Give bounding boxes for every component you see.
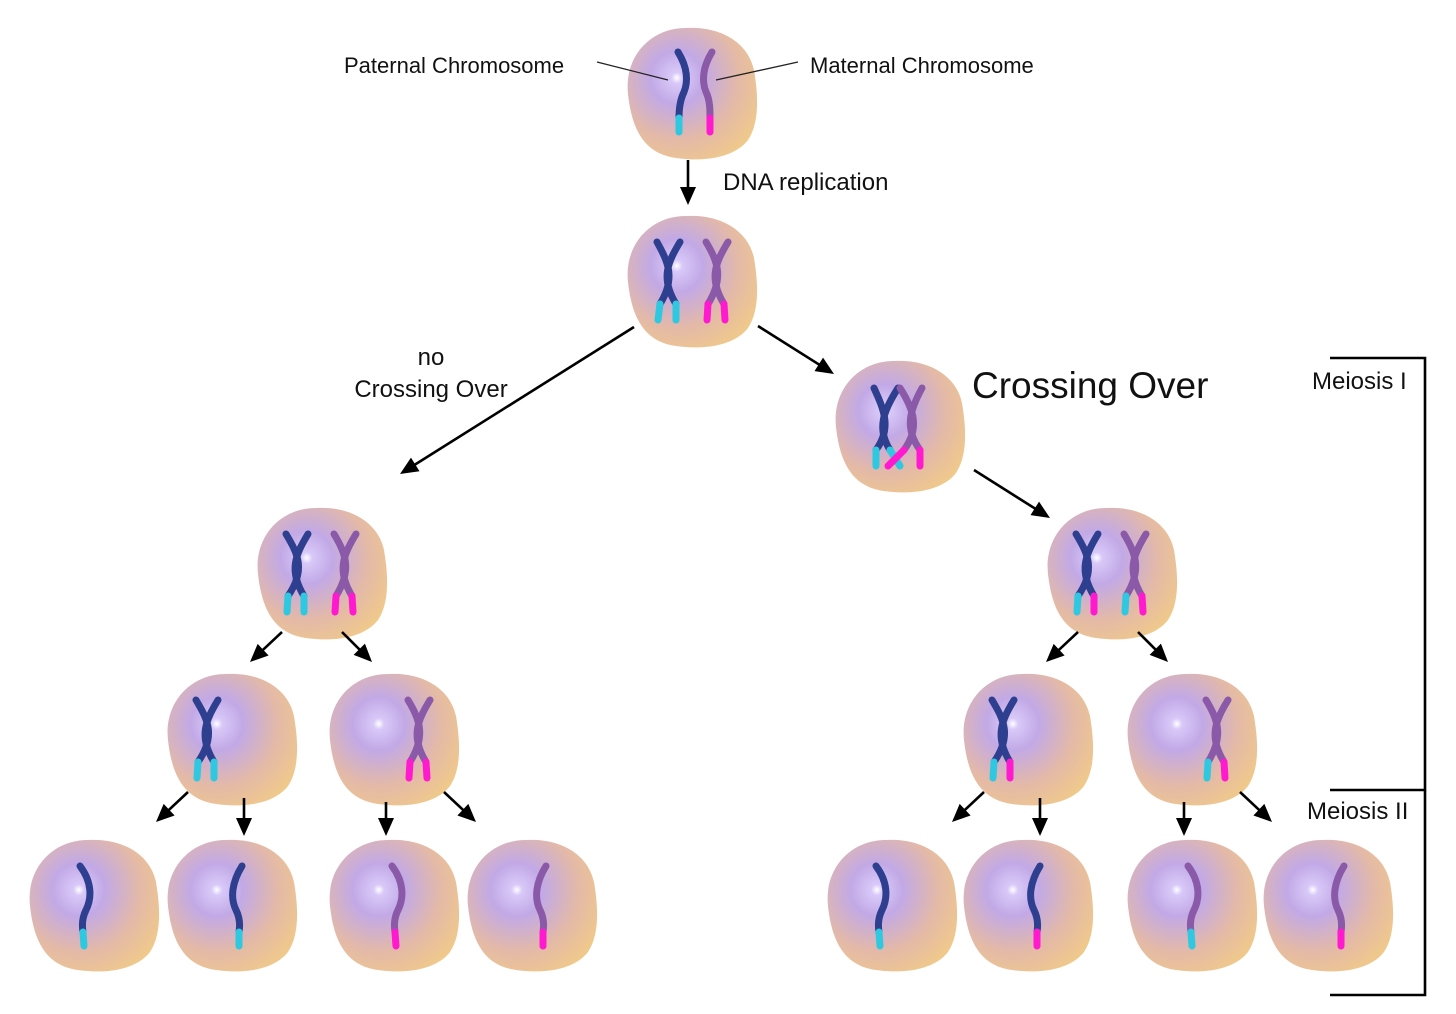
paternal-leader xyxy=(596,61,669,81)
arrow-no-crossing-head xyxy=(400,457,420,474)
arrow-left-a-1-shaft xyxy=(166,791,189,813)
arrow-crossing-to-m1-shaft xyxy=(973,468,1038,511)
arrow-left-m1-a-head xyxy=(250,643,269,662)
gamete-chromatids xyxy=(76,862,1348,950)
arrow-no-crossing-shaft xyxy=(412,325,635,467)
arrow-to-crossing-head xyxy=(814,357,834,374)
meiosis-brackets xyxy=(1330,356,1427,997)
arrow-left-b-1-head xyxy=(378,818,394,836)
arrow-left-a-1 xyxy=(156,791,189,822)
arrow-to-crossing xyxy=(757,324,834,374)
cell-crossing-over xyxy=(835,360,966,493)
cell-left-meiosis1 xyxy=(257,507,388,640)
arrow-right-b-2-shaft xyxy=(1239,791,1262,813)
arrow-right-a-1 xyxy=(952,791,985,822)
arrow-left-b-2-shaft xyxy=(443,791,466,813)
arrow-left-m1-a xyxy=(250,631,283,662)
no-crossing-label-line2: Crossing Over xyxy=(354,376,507,403)
arrow-right-a-2 xyxy=(1032,798,1048,836)
arrow-left-m1-b-shaft xyxy=(341,631,362,652)
gamete-3 xyxy=(329,839,460,972)
right-b-chromosome xyxy=(1202,696,1232,782)
arrow-to-crossing-shaft xyxy=(757,324,822,367)
paternal-label: Paternal Chromosome xyxy=(344,53,564,78)
arrow-left-m1-b-head xyxy=(353,643,372,662)
arrow-left-a-1-head xyxy=(156,803,175,822)
left-b-chromosome xyxy=(404,696,434,782)
arrow-crossing-to-m1 xyxy=(973,468,1050,518)
labels: Paternal Chromosome Maternal Chromosome … xyxy=(344,53,1408,825)
meiosis2-bracket xyxy=(1330,790,1427,997)
cell-left-b xyxy=(329,673,460,806)
arrow-replication-head xyxy=(680,187,696,205)
meiosis1-label: Meiosis I xyxy=(1312,368,1407,395)
arrow-right-m1-a-head xyxy=(1046,643,1065,662)
arrow-right-m1-a xyxy=(1046,631,1079,662)
arrow-right-a-1-head xyxy=(952,803,971,822)
gamete-5 xyxy=(827,839,958,972)
arrow-right-m1-b-shaft xyxy=(1137,631,1158,652)
cell-right-b xyxy=(1127,673,1258,806)
chromosomes xyxy=(76,48,1348,950)
arrow-right-b-2-head xyxy=(1253,803,1272,822)
arrow-right-m1-b-head xyxy=(1149,643,1168,662)
no-crossing-label-line1: no xyxy=(418,344,445,371)
arrow-right-b-2 xyxy=(1239,791,1272,822)
meiosis1-bracket xyxy=(1330,356,1427,792)
leader-lines xyxy=(596,61,799,81)
replicated-chromosomes xyxy=(653,238,732,324)
arrow-right-m1-a-shaft xyxy=(1056,631,1079,653)
arrow-right-b-1-head xyxy=(1176,818,1192,836)
arrow-no-crossing xyxy=(400,325,635,474)
arrow-right-m1-b xyxy=(1137,631,1168,662)
crossing-over-label: Crossing Over xyxy=(972,365,1208,406)
arrow-left-m1-a-shaft xyxy=(260,631,283,653)
dna-replication-label: DNA replication xyxy=(723,169,888,196)
left-m1-chromosomes xyxy=(282,530,360,616)
arrow-right-b-1 xyxy=(1176,802,1192,836)
crossing-chromosomes xyxy=(870,384,926,470)
arrow-left-a-2-head xyxy=(236,818,252,836)
cells xyxy=(29,27,1394,972)
cell-right-meiosis1 xyxy=(1047,507,1178,640)
arrow-right-a-2-head xyxy=(1032,818,1048,836)
parent-chromosomes xyxy=(674,48,716,136)
arrow-replication xyxy=(680,160,696,205)
meiosis2-label: Meiosis II xyxy=(1307,798,1408,825)
cell-right-a xyxy=(963,673,1094,806)
cell-parent xyxy=(627,27,758,160)
maternal-label: Maternal Chromosome xyxy=(810,53,1034,78)
arrow-left-b-2-head xyxy=(457,803,476,822)
arrows xyxy=(156,160,1272,836)
cell-replicated xyxy=(627,215,758,348)
arrow-left-m1-b xyxy=(341,631,372,662)
gamete-1 xyxy=(29,839,160,972)
left-a-chromosome xyxy=(192,696,222,782)
arrow-right-a-1-shaft xyxy=(962,791,985,813)
arrow-crossing-to-m1-head xyxy=(1030,501,1050,518)
arrow-left-b-1 xyxy=(378,802,394,836)
maternal-leader xyxy=(715,61,799,81)
right-a-chromosome xyxy=(988,696,1018,782)
right-m1-chromosomes xyxy=(1072,530,1150,616)
cell-left-a xyxy=(167,673,298,806)
arrow-left-b-2 xyxy=(443,791,476,822)
gamete-6 xyxy=(963,839,1094,972)
gamete-4 xyxy=(467,839,598,972)
gamete-8 xyxy=(1263,839,1394,972)
arrow-left-a-2 xyxy=(236,798,252,836)
